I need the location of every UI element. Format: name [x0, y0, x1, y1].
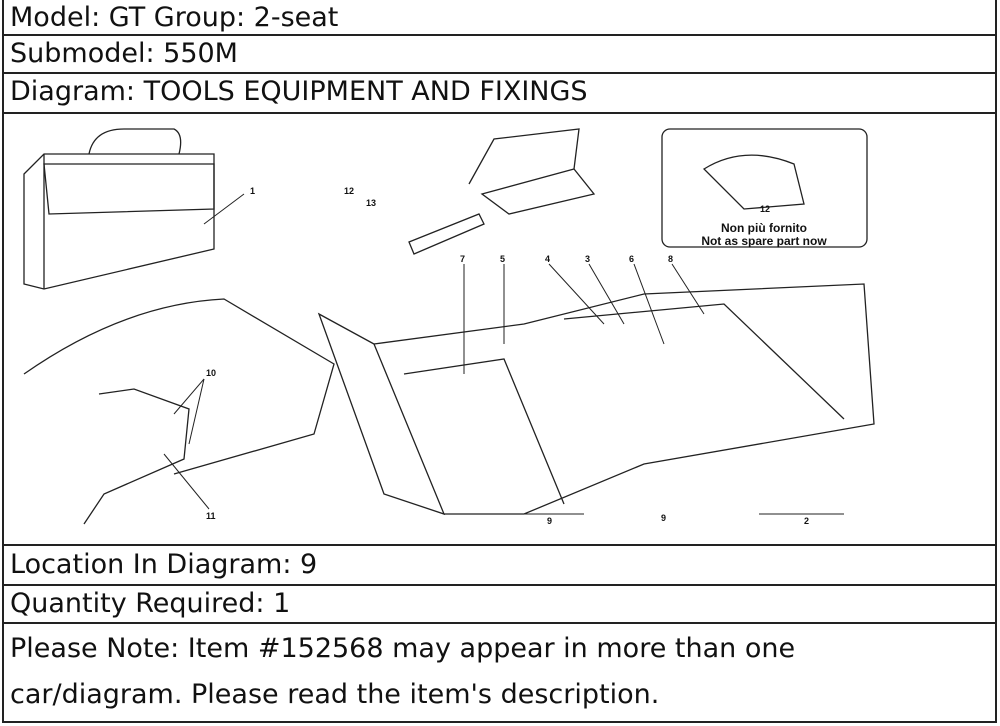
quantity-row: Quantity Required: 1: [4, 586, 995, 624]
submodel-row: Submodel: 550M: [4, 36, 995, 74]
callout-4: 4: [545, 254, 550, 264]
location-row: Location In Diagram: 9: [4, 546, 995, 586]
callout-11: 11: [206, 511, 216, 521]
callout-1: 1: [250, 186, 255, 196]
callout-2: 2: [804, 516, 809, 526]
tool-bag-drawing: [23, 128, 215, 290]
tools-diagram: 1 12 13 7 5 4 3 6 8 10 11 9 9 2 12 Non p…: [23, 128, 875, 526]
notice-italian: Non più fornito: [721, 221, 807, 235]
tool-roll-drawing: [317, 283, 875, 516]
note-text: Please Note: Item #152568 may appear in …: [10, 633, 796, 710]
callout-12: 12: [344, 186, 354, 196]
tool-case-drawing: [408, 128, 596, 255]
callout-9-right: 9: [661, 513, 666, 523]
diagram-row: Diagram: TOOLS EQUIPMENT AND FIXINGS: [4, 74, 995, 114]
notice-english: Not as spare part now: [701, 234, 827, 248]
cable-drawing: [702, 154, 805, 210]
note-row: Please Note: Item #152568 may appear in …: [4, 624, 995, 723]
submodel-text: Submodel: 550M: [10, 38, 238, 69]
callout-9-left: 9: [547, 516, 552, 526]
car-seat-outline: [23, 298, 335, 475]
callout-12-notice: 12: [760, 204, 770, 214]
strap-drawing: [83, 388, 190, 525]
quantity-text: Quantity Required: 1: [10, 588, 291, 619]
callout-6: 6: [629, 254, 634, 264]
model-row: Model: GT Group: 2-seat: [4, 0, 995, 36]
model-text: Model: GT Group: 2-seat: [10, 2, 339, 33]
callout-8: 8: [668, 254, 673, 264]
callout-10: 10: [206, 368, 216, 378]
diagram-title: Diagram: TOOLS EQUIPMENT AND FIXINGS: [10, 76, 588, 107]
callout-7: 7: [460, 254, 465, 264]
callout-13: 13: [366, 198, 376, 208]
diagram-area: 1 12 13 7 5 4 3 6 8 10 11 9 9 2 12 Non p…: [4, 114, 995, 546]
location-text: Location In Diagram: 9: [10, 549, 318, 580]
notice-box: [661, 128, 868, 248]
callout-3: 3: [585, 254, 590, 264]
callout-5: 5: [500, 254, 505, 264]
